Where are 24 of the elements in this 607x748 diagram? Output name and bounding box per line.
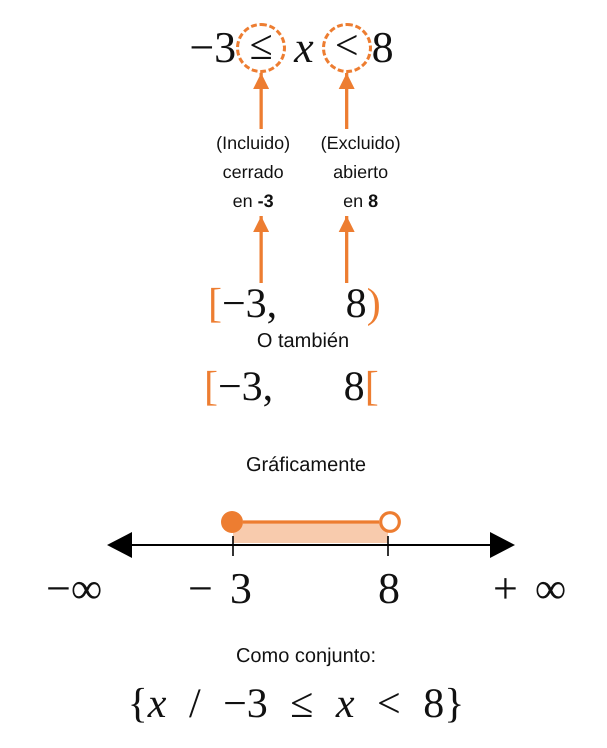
- interval-notation: [−3, 8[: [204, 366, 379, 408]
- arrow: [338, 216, 355, 283]
- circled-symbol: <: [322, 23, 372, 73]
- inequality-bound: 8: [372, 26, 394, 70]
- annotation-text: (Incluido) cerrado en -3: [216, 129, 290, 216]
- interval-segment: [243, 520, 379, 524]
- annotation-text: (Excluido) abierto en 8: [320, 129, 401, 216]
- inequality-bound: −3: [189, 26, 236, 70]
- tick-label: − 3: [188, 567, 252, 611]
- axis-label: −∞: [46, 567, 102, 611]
- filled-dot-icon: [221, 511, 243, 533]
- circled-symbol: ≤: [236, 23, 286, 73]
- section-heading: Como conjunto:: [236, 646, 376, 666]
- variable-symbol: x: [294, 26, 314, 70]
- set-notation: {x / −3 ≤ x < 8}: [128, 683, 464, 725]
- arrow: [253, 216, 270, 283]
- arrow: [338, 73, 355, 129]
- arrow: [253, 73, 270, 129]
- alternate-heading: O también: [256, 331, 350, 351]
- tick-label: 8: [378, 567, 400, 611]
- interval-notation: [−3, 8): [208, 283, 381, 325]
- axis-label: + ∞: [493, 567, 566, 611]
- section-heading: Gráficamente: [246, 455, 366, 475]
- open-dot-icon: [379, 511, 401, 533]
